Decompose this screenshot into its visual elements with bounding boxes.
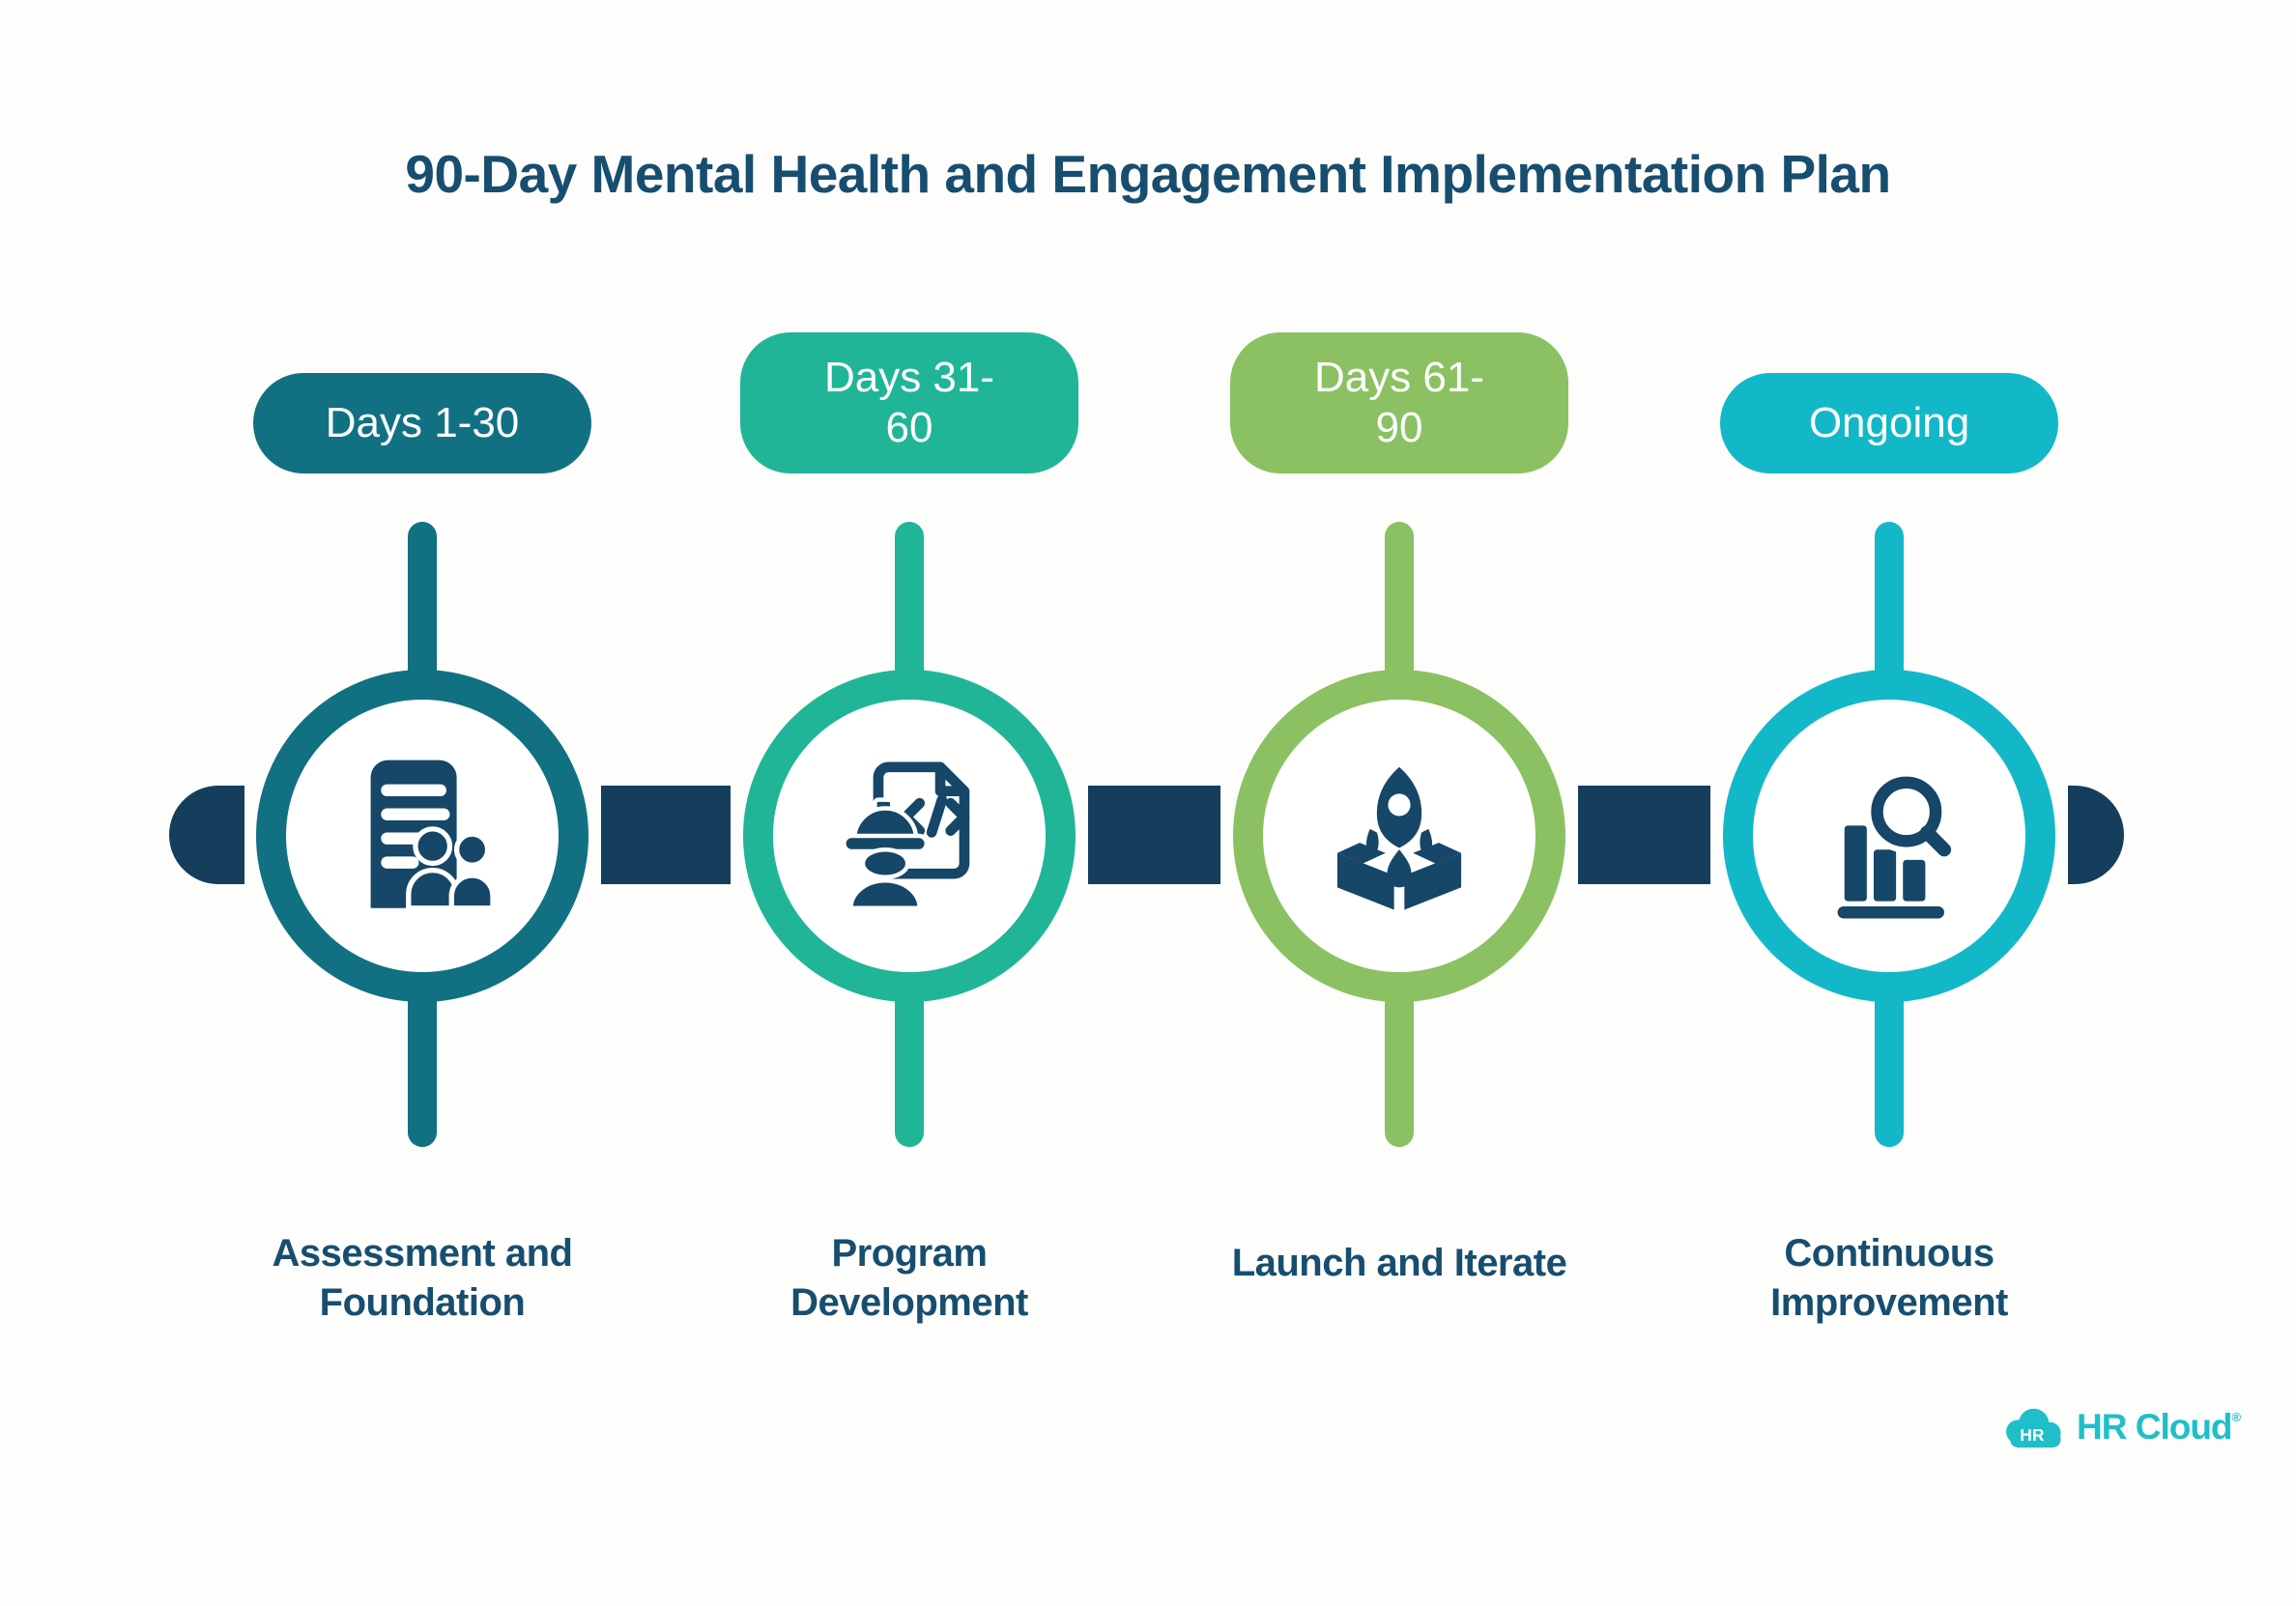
chart-magnifier-icon: [1837, 770, 1957, 919]
stage-badge: Days 61- 90: [1230, 332, 1568, 473]
hr-cloud-logo: HR HR Cloud®: [2002, 1403, 2242, 1451]
hr-cloud-icon: HR: [2006, 1408, 2061, 1448]
timeline-bar-segment: [601, 786, 731, 884]
timeline-bar-segment: [1088, 786, 1220, 884]
timeline-bar-segment: [1578, 786, 1710, 884]
org-report-people-icon: [370, 760, 496, 911]
registered-mark: ®: [2231, 1410, 2242, 1424]
timeline-bar-segment: [2068, 786, 2124, 884]
engineer-code-document-icon: [842, 761, 970, 910]
stage-badge: Days 31- 60: [740, 332, 1078, 473]
hr-cloud-icon-text: HR: [2020, 1425, 2045, 1445]
stage-label: Continuous Improvement: [1770, 1232, 2008, 1324]
stage-circle: [1723, 670, 2055, 1002]
stage-circle: [256, 670, 588, 1002]
stage-label: Assessment and Foundation: [272, 1232, 573, 1324]
page-title: 90-Day Mental Health and Engagement Impl…: [405, 144, 1891, 204]
rocket-launch-box-icon: [1336, 766, 1462, 910]
timeline-bar-segment: [169, 786, 244, 884]
stage-label: Launch and Iterate: [1231, 1242, 1567, 1284]
stage-circle: [1233, 670, 1565, 1002]
stage-badge: Days 1-30: [253, 373, 591, 473]
stage-badge: Ongoing: [1720, 373, 2058, 473]
hr-cloud-brand-text: HR Cloud®: [2077, 1407, 2242, 1447]
stage-label: Program Development: [790, 1232, 1028, 1324]
stage-circle: [743, 670, 1076, 1002]
